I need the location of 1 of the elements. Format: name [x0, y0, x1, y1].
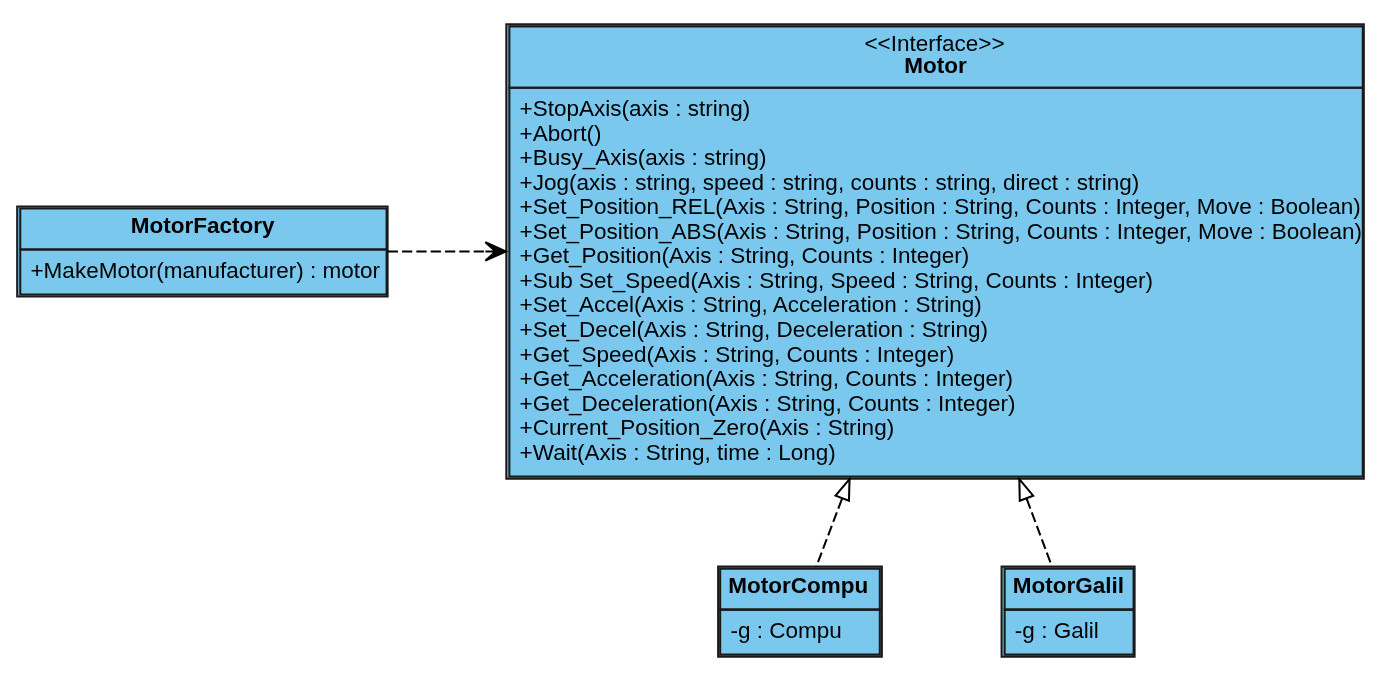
arrow — [387, 241, 507, 262]
